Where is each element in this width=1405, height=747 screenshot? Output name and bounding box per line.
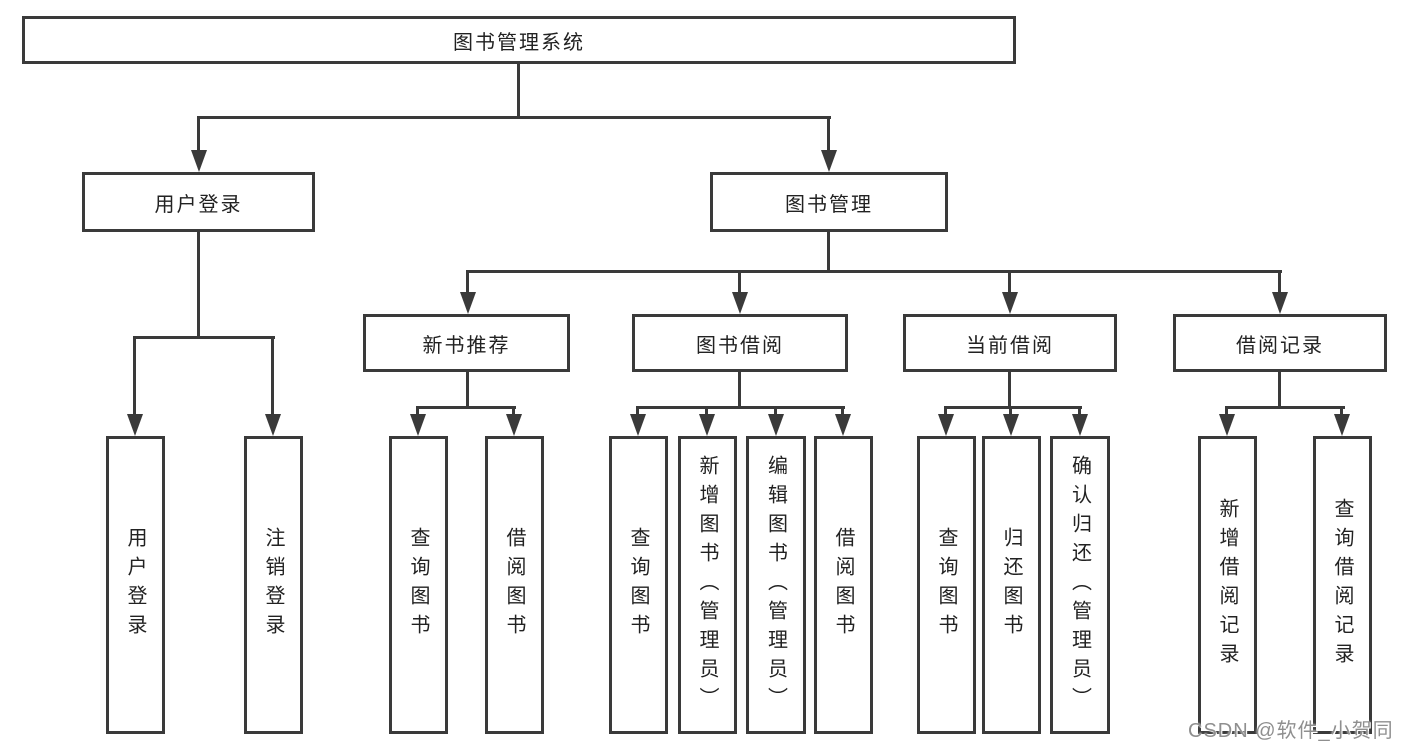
edge-drop-leaf (841, 406, 844, 418)
edge-book-management-stem (827, 232, 830, 273)
edge-drop-leaf (1078, 406, 1081, 418)
node-library-management-system: 图书管理系统 (22, 16, 1016, 64)
edge-new-book-recommend-stem (466, 372, 469, 408)
edge-drop-new-book-recommend (466, 270, 469, 295)
edge-user-login-bus (133, 336, 275, 339)
edge-level3-bus (466, 270, 1282, 273)
arrowhead-down-icon (630, 414, 646, 436)
leaf-user-login: 用户登录 (106, 436, 165, 734)
node-new-book-recommend: 新书推荐 (363, 314, 570, 372)
leaf-query-books-current: 查询图书 (917, 436, 976, 734)
leaf-add-borrow-record: 新增借阅记录 (1198, 436, 1257, 734)
arrowhead-down-icon (1219, 414, 1235, 436)
edge-borrow-records-stem (1278, 372, 1281, 408)
edge-user-login-stem (197, 232, 200, 338)
arrowhead-down-icon (191, 150, 207, 172)
edge-drop-current-borrow (1008, 270, 1011, 295)
leaf-logout: 注销登录 (244, 436, 303, 734)
arrowhead-down-icon (460, 292, 476, 314)
edge-drop-leaf (512, 406, 515, 418)
leaf-confirm-return-admin: 确认归还（管理员） (1050, 436, 1110, 734)
leaf-query-books-recommend: 查询图书 (389, 436, 448, 734)
edge-root-stem (517, 64, 520, 117)
csdn-watermark: CSDN @软件_小贺同学 (1188, 720, 1394, 742)
edge-drop-borrow-records (1278, 270, 1281, 295)
leaf-borrow-books-recommend: 借阅图书 (485, 436, 544, 734)
node-book-management: 图书管理 (710, 172, 948, 232)
leaf-query-books-borrow: 查询图书 (609, 436, 668, 734)
arrowhead-down-icon (821, 150, 837, 172)
arrowhead-down-icon (265, 414, 281, 436)
edge-drop-leaf (1225, 406, 1228, 418)
arrowhead-down-icon (1003, 414, 1019, 436)
arrowhead-down-icon (1002, 292, 1018, 314)
edge-level2-bus (197, 116, 831, 119)
edge-new-book-recommend-bus (416, 406, 516, 409)
edge-drop-leaf (705, 406, 708, 418)
edge-drop-leaf (636, 406, 639, 418)
edge-drop-leaf (1340, 406, 1343, 418)
node-user-login: 用户登录 (82, 172, 315, 232)
arrowhead-down-icon (699, 414, 715, 436)
node-book-borrow: 图书借阅 (632, 314, 848, 372)
edge-drop-leaf (416, 406, 419, 418)
arrowhead-down-icon (768, 414, 784, 436)
leaf-edit-books-admin: 编辑图书（管理员） (746, 436, 806, 734)
edge-borrow-records-bus (1225, 406, 1345, 409)
edge-drop-user-login (197, 116, 200, 152)
arrowhead-down-icon (1072, 414, 1088, 436)
edge-drop-book-management (827, 116, 830, 152)
edge-book-borrow-bus (636, 406, 845, 409)
edge-current-borrow-stem (1008, 372, 1011, 408)
arrowhead-down-icon (410, 414, 426, 436)
edge-drop-leaf-logout (271, 336, 274, 416)
edge-drop-leaf (944, 406, 947, 418)
leaf-query-borrow-record: 查询借阅记录 (1313, 436, 1372, 734)
arrowhead-down-icon (127, 414, 143, 436)
node-current-borrow: 当前借阅 (903, 314, 1117, 372)
arrowhead-down-icon (506, 414, 522, 436)
leaf-return-books: 归还图书 (982, 436, 1041, 734)
edge-current-borrow-bus (944, 406, 1082, 409)
edge-drop-leaf (1009, 406, 1012, 418)
leaf-borrow-books: 借阅图书 (814, 436, 873, 734)
arrowhead-down-icon (1334, 414, 1350, 436)
node-borrow-records: 借阅记录 (1173, 314, 1387, 372)
leaf-add-books-admin: 新增图书（管理员） (678, 436, 737, 734)
arrowhead-down-icon (1272, 292, 1288, 314)
edge-book-borrow-stem (738, 372, 741, 408)
arrowhead-down-icon (938, 414, 954, 436)
edge-drop-book-borrow (738, 270, 741, 295)
arrowhead-down-icon (732, 292, 748, 314)
edge-drop-leaf-user-login (133, 336, 136, 416)
arrowhead-down-icon (835, 414, 851, 436)
edge-drop-leaf (774, 406, 777, 418)
